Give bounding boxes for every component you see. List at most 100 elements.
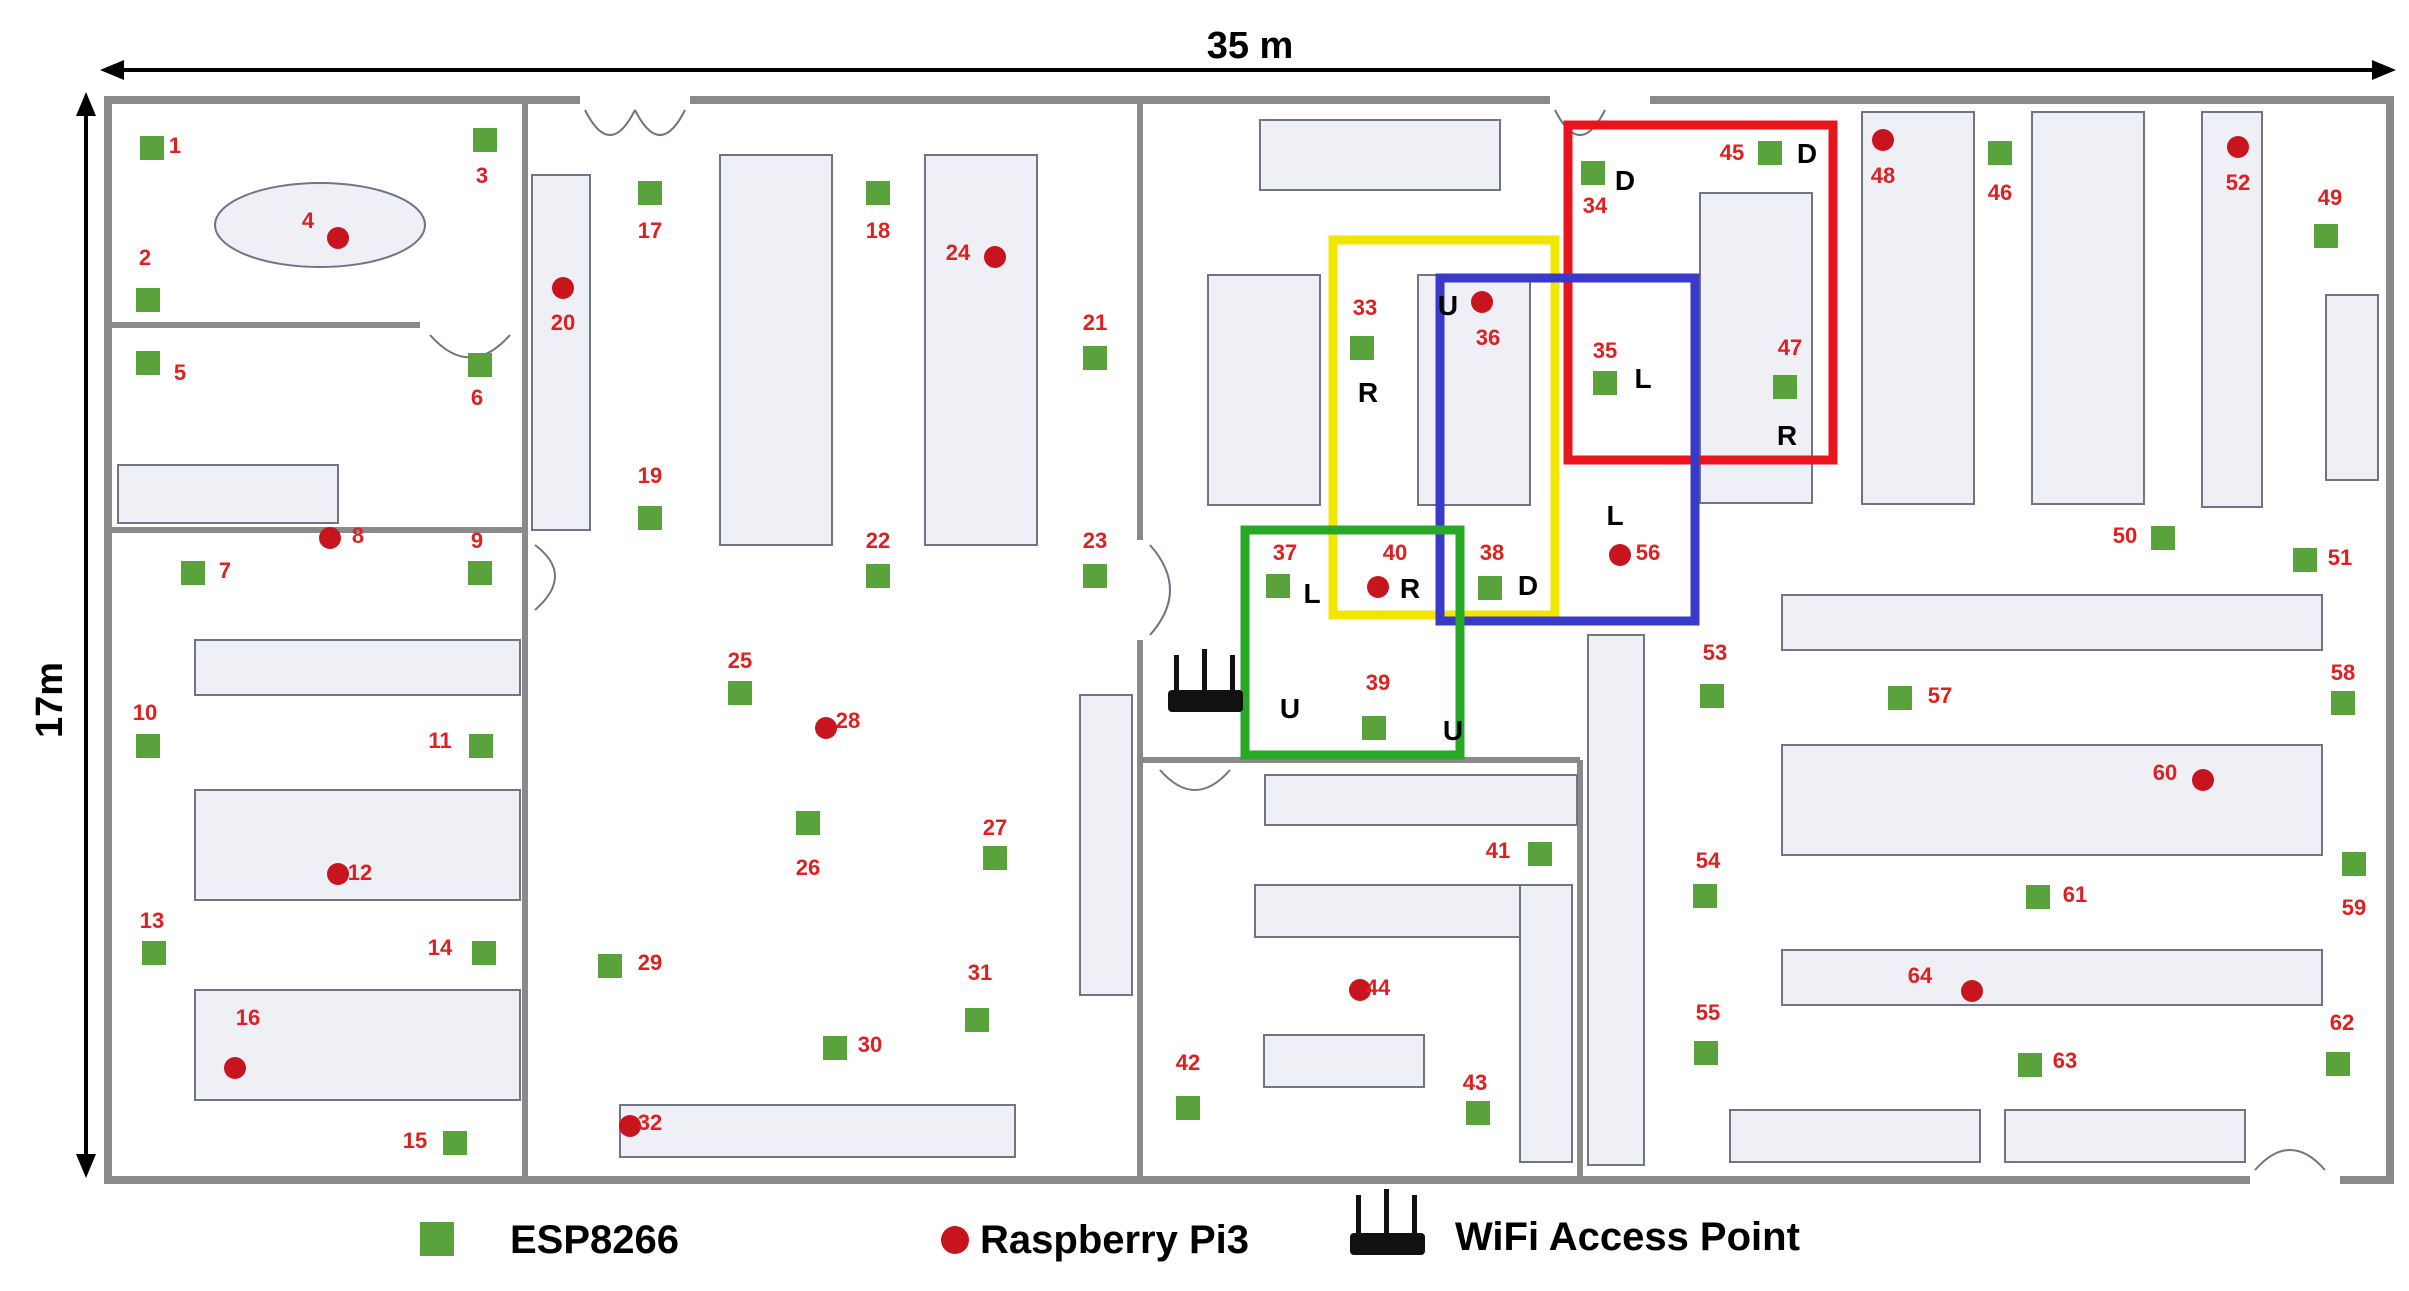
pi-node-label-48: 48	[1871, 163, 1895, 188]
esp-node-label-54: 54	[1696, 848, 1721, 873]
pi-node-56	[1609, 544, 1631, 566]
esp-node-21	[1083, 346, 1107, 370]
esp-node-label-17: 17	[638, 218, 662, 243]
esp-node-label-10: 10	[133, 700, 157, 725]
direction-label-1: D	[1797, 138, 1817, 169]
esp-node-label-38: 38	[1480, 540, 1504, 565]
esp-node-label-47: 47	[1778, 335, 1802, 360]
pi-node-label-4: 4	[302, 208, 315, 233]
pi-node-64	[1961, 980, 1983, 1002]
direction-label-3: R	[1358, 377, 1378, 408]
direction-label-11: L	[1303, 578, 1320, 609]
esp-node-3	[473, 128, 497, 152]
direction-label-2: L	[1634, 363, 1651, 394]
pi-node-28	[815, 717, 837, 739]
esp-node-label-37: 37	[1273, 540, 1297, 565]
esp-node-45	[1758, 141, 1782, 165]
esp-node-15	[443, 1131, 467, 1155]
esp-node-label-62: 62	[2330, 1010, 2354, 1035]
blue-zone	[1435, 273, 1700, 626]
pi-node-label-32: 32	[638, 1110, 662, 1135]
esp-node-label-53: 53	[1703, 640, 1727, 665]
esp-node-label-29: 29	[638, 950, 662, 975]
direction-label-8: D	[1518, 570, 1538, 601]
pi-node-44	[1349, 979, 1371, 1001]
esp-node-label-35: 35	[1593, 338, 1617, 363]
esp-node-53	[1700, 684, 1724, 708]
pi-node-48	[1872, 129, 1894, 151]
esp-node-63	[2018, 1053, 2042, 1077]
esp-node-label-49: 49	[2318, 185, 2342, 210]
esp-node-25	[728, 681, 752, 705]
esp-node-10	[136, 734, 160, 758]
inner-walls	[108, 100, 1583, 1180]
esp-node-61	[2026, 885, 2050, 909]
pi-node-24	[984, 246, 1006, 268]
esp-node-label-57: 57	[1928, 683, 1952, 708]
esp-node-label-23: 23	[1083, 528, 1107, 553]
esp-node-label-14: 14	[428, 935, 453, 960]
pi-node-label-64: 64	[1908, 963, 1933, 988]
esp-node-31	[965, 1008, 989, 1032]
esp-node-58	[2331, 691, 2355, 715]
legend-pi-label: Raspberry Pi3	[980, 1218, 1249, 1262]
esp-node-label-59: 59	[2342, 895, 2366, 920]
pi-node-label-20: 20	[551, 310, 575, 335]
esp-node-label-46: 46	[1988, 180, 2012, 205]
esp-node-label-55: 55	[1696, 1000, 1720, 1025]
esp-node-57	[1888, 686, 1912, 710]
esp-node-22	[866, 564, 890, 588]
esp-node-47	[1773, 375, 1797, 399]
pi-node-8	[319, 527, 341, 549]
pi-node-label-12: 12	[348, 860, 372, 885]
esp-node-34	[1581, 161, 1605, 185]
pi-node-label-44: 44	[1366, 975, 1391, 1000]
esp-node-29	[598, 954, 622, 978]
pi-node-36	[1471, 291, 1493, 313]
green-square-icon	[420, 1222, 454, 1256]
esp-node-18	[866, 181, 890, 205]
pi-node-label-24: 24	[946, 240, 971, 265]
esp-node-label-21: 21	[1083, 310, 1107, 335]
esp-node-13	[142, 941, 166, 965]
esp-node-label-34: 34	[1583, 193, 1608, 218]
pi-node-label-28: 28	[836, 708, 860, 733]
esp-node-42	[1176, 1096, 1200, 1120]
esp-node-label-22: 22	[866, 528, 890, 553]
esp-node-51	[2293, 548, 2317, 572]
esp-node-label-51: 51	[2328, 545, 2352, 570]
direction-label-10: U	[1443, 715, 1463, 746]
width-label: 35 m	[1207, 25, 1294, 67]
esp-node-6	[468, 353, 492, 377]
esp-node-label-39: 39	[1366, 670, 1390, 695]
esp-node-label-9: 9	[471, 528, 483, 553]
esp-node-38	[1478, 576, 1502, 600]
pi-node-40	[1367, 576, 1389, 598]
furniture	[117, 111, 2379, 1166]
direction-label-6: L	[1606, 500, 1623, 531]
esp-node-label-7: 7	[219, 558, 231, 583]
esp-node-30	[823, 1036, 847, 1060]
esp-node-label-58: 58	[2331, 660, 2355, 685]
red-zone	[1563, 120, 1838, 465]
esp-node-37	[1266, 574, 1290, 598]
esp-node-59	[2342, 852, 2366, 876]
esp-node-9	[468, 561, 492, 585]
legend-ap-label: WiFi Access Point	[1455, 1215, 1800, 1259]
pi-node-4	[327, 227, 349, 249]
esp-node-23	[1083, 564, 1107, 588]
doors	[429, 109, 2326, 1171]
esp-node-27	[983, 846, 1007, 870]
esp-node-label-42: 42	[1176, 1050, 1200, 1075]
esp-node-33	[1350, 336, 1374, 360]
pi-node-16	[224, 1057, 246, 1079]
esp-node-label-1: 1	[169, 133, 181, 158]
direction-label-4: R	[1777, 420, 1797, 451]
esp-node-62	[2326, 1052, 2350, 1076]
direction-label-7: R	[1400, 573, 1420, 604]
zone-boxes	[1240, 120, 1838, 760]
esp-node-label-27: 27	[983, 815, 1007, 840]
